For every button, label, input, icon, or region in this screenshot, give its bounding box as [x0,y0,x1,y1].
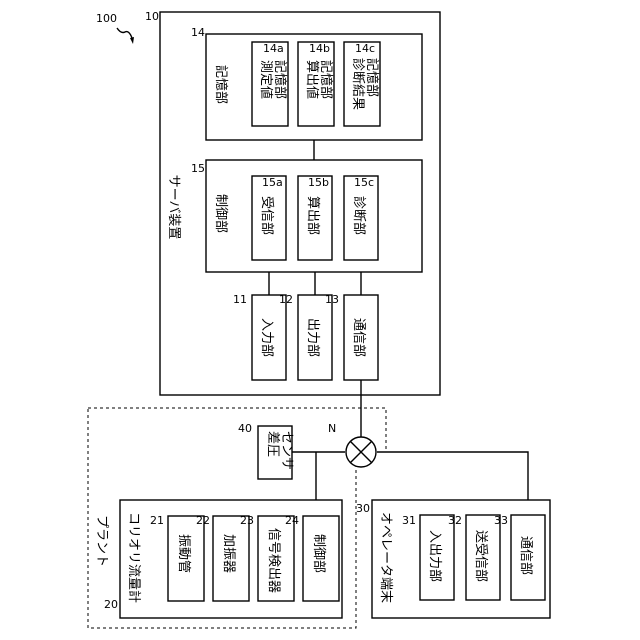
storage-item-14c-ref: 14c [355,42,375,55]
sensor-line1: 差圧 [265,431,280,457]
operator-label: オペレータ端末 [378,512,393,603]
coriolis-item-24-ref: 24 [285,514,299,527]
coriolis-item-23-ref: 23 [240,514,254,527]
storage-item-14a-line1: 測定値 [258,60,274,99]
figure-ref-squiggle [117,28,132,38]
control-item-15c-ref: 15c [354,176,374,189]
operator-ref: 30 [356,502,370,515]
coriolis-label: コリオリ流量計 [126,512,142,603]
operator-item-33-label: 通信部 [518,536,533,575]
figure-ref-arrowhead [130,37,134,44]
io-11-ref: 11 [233,293,247,306]
operator-item-32-ref: 32 [448,514,462,527]
operator-item-31-ref: 31 [402,514,416,527]
storage-item-14a-ref: 14a [263,42,284,55]
coriolis-item-21-label: 振動管 [176,534,191,573]
coriolis-item-23-label: 信号検出器 [266,528,281,593]
storage-ref: 14 [191,26,205,39]
operator-item-33-ref: 33 [494,514,508,527]
control-item-15a-ref: 15a [262,176,283,189]
io-11-label: 入力部 [259,318,274,357]
coriolis-item-22-label: 加振器 [221,534,236,573]
server-ref: 10 [145,10,159,23]
storage-item-14b-ref: 14b [309,42,330,55]
storage-label: 記憶部 [213,65,229,104]
io-12-label: 出力部 [305,318,320,357]
io-13-ref: 13 [325,293,339,306]
operator-item-32-label: 送受信部 [473,530,488,582]
control-label: 制御部 [213,194,228,233]
storage-item-14b-line2: 記憶部 [318,60,334,99]
coriolis-item-22-ref: 22 [196,514,210,527]
control-item-15c-label: 診断部 [351,196,367,235]
operator-item-31-label: 入出力部 [427,530,442,582]
io-12-ref: 12 [279,293,293,306]
coriolis-ref: 20 [104,598,118,611]
control-item-15b-label: 算出部 [305,196,320,235]
coriolis-item-24-label: 制御部 [311,534,326,573]
storage-item-14b-line1: 算出値 [304,60,320,99]
storage-item-14a-line2: 記憶部 [272,60,288,99]
storage-item-14c-line1: 診断結果 [350,58,366,110]
sensor-ref: 40 [238,422,252,435]
figure-ref: 100 [96,12,117,25]
network-ref: N [328,422,336,435]
sensor-line2: センサ [279,431,294,470]
control-item-15b-ref: 15b [308,176,329,189]
control-ref: 15 [191,162,205,175]
plant-label: プラント [94,515,109,567]
storage-item-14c-line2: 記憶部 [364,58,380,97]
control-item-15a-label: 受信部 [259,196,274,235]
io-13-label: 通信部 [351,318,366,357]
coriolis-item-21-ref: 21 [150,514,164,527]
server-label: サーバ装置 [166,175,181,240]
